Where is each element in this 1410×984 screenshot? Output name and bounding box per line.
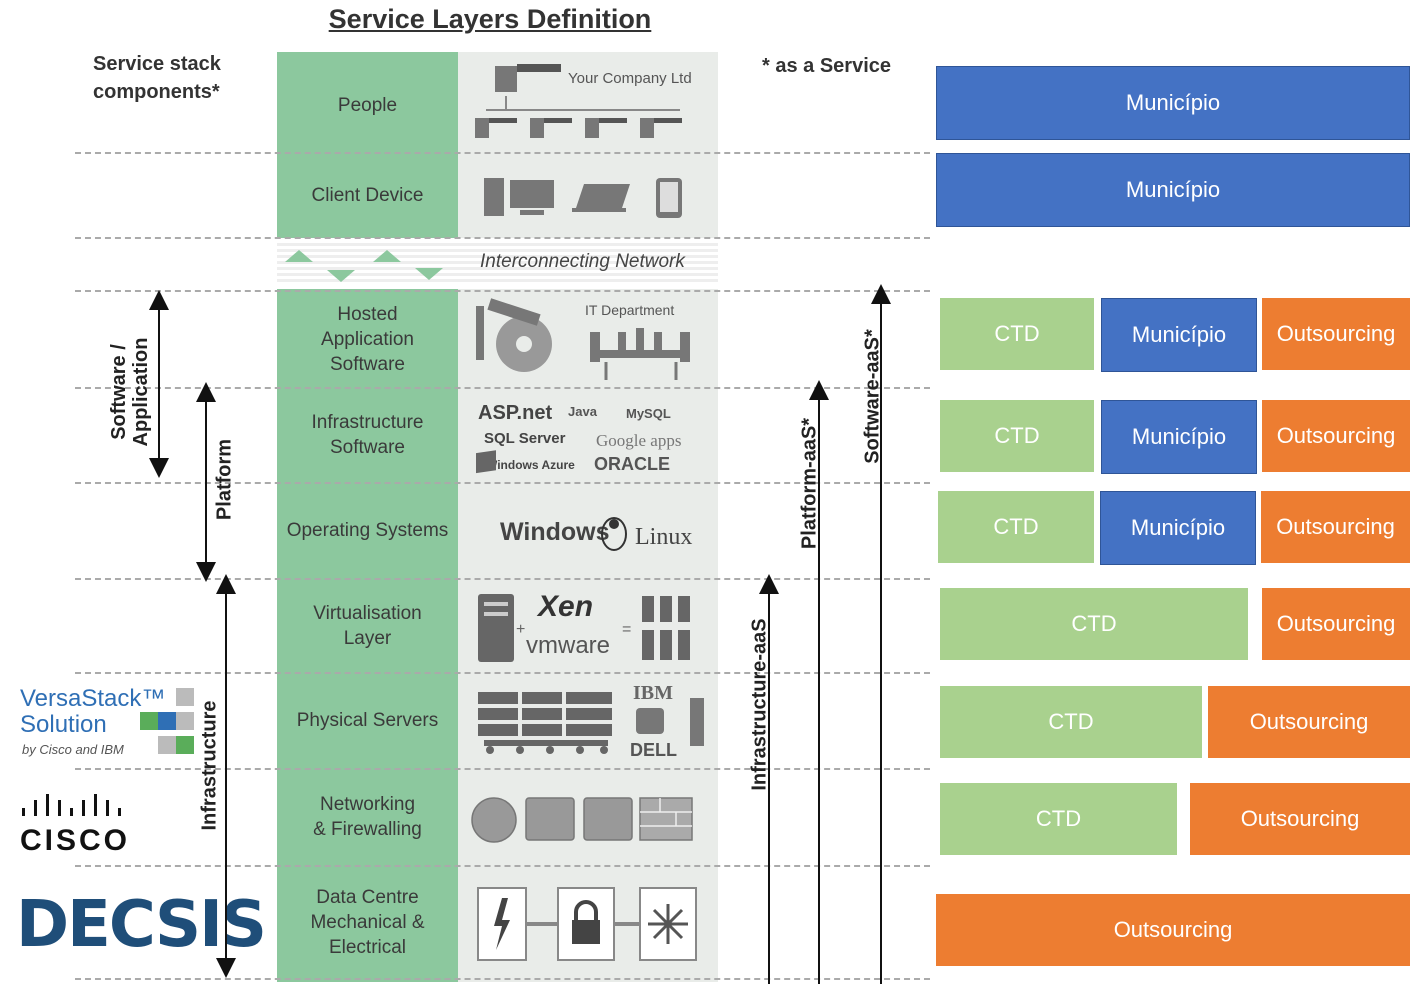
layer-virtualisation: Virtualisation Layer xyxy=(313,602,422,649)
resp-cell-ctd: CTD xyxy=(940,298,1094,370)
resp-cell-municipio: Município xyxy=(1101,400,1257,474)
layer-people: People xyxy=(337,94,398,116)
resp-cell-ctd: CTD xyxy=(940,400,1094,472)
divider xyxy=(75,152,930,154)
xen-logo: Xen xyxy=(538,590,594,623)
diagram-title: Service Layers Definition xyxy=(328,4,652,34)
resp-cell-outsourcing: Outsourcing xyxy=(1208,686,1410,758)
network-band xyxy=(277,243,718,283)
java-logo: Java xyxy=(568,404,597,419)
resp-cell-municipio: Município xyxy=(936,66,1410,140)
oracle-logo: ORACLE xyxy=(594,454,670,474)
mysql-logo: MySQL xyxy=(626,406,671,421)
resp-cell-ctd: CTD xyxy=(940,686,1202,758)
resp-cell-municipio: Município xyxy=(1101,298,1257,372)
resp-cell-outsourcing: Outsourcing xyxy=(1262,400,1410,472)
stack-header: Service stack components* xyxy=(93,53,221,103)
svg-text:=: = xyxy=(622,621,631,638)
layer-operating-systems: Operating Systems xyxy=(286,520,449,541)
divider xyxy=(75,290,930,292)
resp-cell-ctd: CTD xyxy=(940,783,1177,855)
it-department-label: IT Department xyxy=(585,302,675,318)
ibm-logo: IBM xyxy=(633,682,673,704)
aspnet-logo: ASP.net xyxy=(478,402,553,424)
resp-cell-outsourcing: Outsourcing xyxy=(1190,783,1410,855)
resp-cell-ctd: CTD xyxy=(938,491,1094,563)
network-down-arrow xyxy=(415,268,443,280)
resp-cell-municipio: Município xyxy=(936,153,1410,227)
divider xyxy=(75,978,930,980)
vmware-logo: vmware xyxy=(526,632,611,659)
dell-logo: DELL xyxy=(630,740,677,760)
divider xyxy=(75,865,930,867)
divider xyxy=(75,578,930,580)
windows-logo: Windows xyxy=(500,518,610,546)
layer-networking: Networking & Firewalling xyxy=(313,794,422,840)
aas-header: * as a Service xyxy=(762,55,891,77)
divider xyxy=(75,672,930,674)
people-icon xyxy=(475,64,682,138)
googleapps-logo: Google apps xyxy=(596,431,682,450)
stack-column-top xyxy=(277,52,458,238)
divider xyxy=(75,387,930,389)
datacentre-icons xyxy=(477,887,697,961)
network-down-arrow xyxy=(327,270,355,282)
divider xyxy=(75,237,930,239)
layer-hosted-application: Hosted Application Software xyxy=(321,303,414,375)
azure-logo: Windows Azure xyxy=(486,458,575,472)
layer-infrastructure-software: Infrastructure Software xyxy=(311,412,424,458)
server-icons xyxy=(478,692,704,754)
resp-cell-municipio: Município xyxy=(1100,491,1256,565)
network-label: Interconnecting Network xyxy=(480,251,685,272)
cisco-logo: CISCO xyxy=(20,824,131,857)
hosted-app-icons xyxy=(476,298,690,380)
versastack-sub: by Cisco and IBM xyxy=(22,742,124,757)
layer-client-device: Client Device xyxy=(311,184,424,206)
layer-data-centre: Data Centre Mechanical & Electrical xyxy=(310,886,425,958)
os-icons xyxy=(476,450,627,551)
networking-icons xyxy=(471,797,693,843)
linux-logo: Linux xyxy=(635,524,693,550)
sqlserver-logo: SQL Server xyxy=(484,430,566,447)
versastack-logo-text: VersaStack™ Solution xyxy=(20,685,166,738)
layer-physical-servers: Physical Servers xyxy=(296,710,439,731)
resp-cell-outsourcing: Outsourcing xyxy=(1262,298,1410,370)
cisco-bars xyxy=(22,794,121,816)
virtualisation-icons: + = xyxy=(478,594,690,662)
versastack-squares xyxy=(140,688,194,754)
resp-cell-outsourcing: Outsourcing xyxy=(1261,491,1410,563)
company-label: Your Company Ltd xyxy=(568,70,692,87)
resp-cell-outsourcing: Outsourcing xyxy=(936,894,1410,966)
divider xyxy=(75,768,930,770)
divider xyxy=(75,482,930,484)
network-up-arrow xyxy=(373,250,401,262)
resp-cell-outsourcing: Outsourcing xyxy=(1262,588,1410,660)
svg-text:+: + xyxy=(516,621,525,638)
client-device-icons xyxy=(484,178,682,218)
network-up-arrow xyxy=(285,250,313,262)
resp-cell-ctd: CTD xyxy=(940,588,1248,660)
